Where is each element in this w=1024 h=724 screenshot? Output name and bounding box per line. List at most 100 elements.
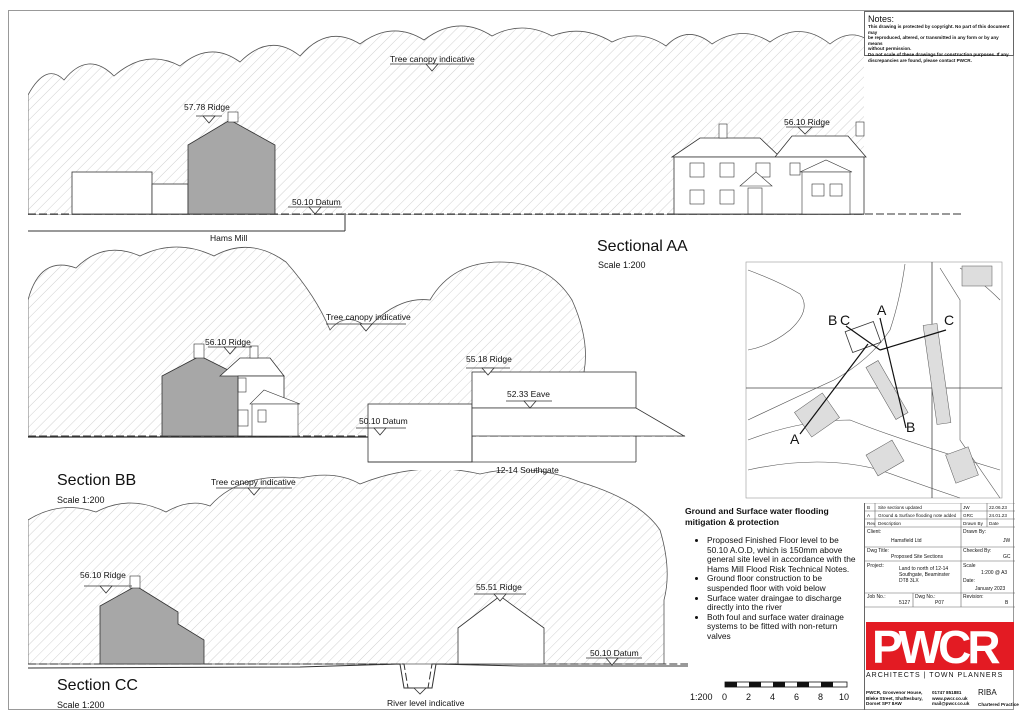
key-plan-label-c-top: C [840,312,851,328]
section-aa [28,25,964,232]
section-cc [27,470,688,695]
scale-value: 1:200 @ A3 [981,570,1008,576]
rev-header-date: Date [989,521,999,526]
scale-bar-tick: 10 [839,692,850,702]
rev-a-code: A [867,513,871,518]
contact-line: www.pwcr.co.uk [932,695,968,701]
job-value: 5127 [899,600,911,606]
section-cc-tree-label: Tree canopy indicative [211,477,296,487]
revision-value: B [1005,600,1009,606]
address-line: PWCR, Grosvenor House, [866,690,923,695]
client-value: Hamsfield Ltd [891,538,922,544]
section-cc-datum: 50.10 Datum [590,648,639,658]
client-label: Client: [867,529,882,535]
section-bb-scale: Scale 1:200 [57,495,105,505]
address-line: Bleke Street, Shaftesbury, [866,695,923,701]
address-block: PWCR, Grosvenor House, Bleke Street, Sha… [866,690,923,707]
scale-bar-ratio: 1:200 [690,692,713,702]
scale-bar-tick: 2 [746,692,752,702]
rev-b-by: JW [963,505,970,510]
flooding-bullet: Ground floor construction to be suspende… [707,574,857,593]
section-aa-datum: 50.10 Datum [292,197,341,207]
scale-bar-tick: 6 [794,692,800,702]
key-plan-label-a-top: A [877,302,887,318]
checked-value: GC [1003,554,1011,560]
key-plan-label-b: B [906,419,916,435]
project-line: DT8 3LX [899,578,919,584]
dwg-title-value: Proposed Site Sections [891,554,943,560]
notes-box: Notes: This drawing is protected by copy… [864,11,1014,63]
cottage-aa [670,121,867,215]
section-bb-tree-label: Tree canopy indicative [326,312,411,322]
section-cc-river-label: River level indicative [387,698,465,708]
logo-text: PWCR [872,621,1001,673]
section-cc-title: Section CC [57,677,138,694]
rev-a-date: 24.01.23 [989,513,1007,518]
scale-bar-tick: 4 [770,692,776,702]
section-aa-title: Sectional AA [597,238,688,255]
dwg-no-value: P07 [935,600,944,606]
title-block: B Site sections updated JW 22.06.23 A Gr… [864,503,1015,710]
scale-bar-tick: 0 [722,692,728,702]
section-aa-scale: Scale 1:200 [598,260,646,270]
section-aa-ridge-right: 56.10 Ridge [784,117,830,127]
notes-line: This drawing is protected by copyright. … [868,24,1010,35]
section-bb-ridge-left: 56.10 Ridge [205,337,251,347]
project-label: Project: [867,563,884,569]
section-cc-ridge-right: 55.51 Ridge [476,582,522,592]
section-aa-building-label: Hams Mill [210,233,248,243]
dwg-title-label: Dwg Title: [867,548,889,554]
notes-line: discrepancies are found, please contact … [868,57,972,63]
title-block-grid [865,503,1015,608]
rev-a-by: GRC [963,513,974,518]
drawn-value: JW [1003,538,1011,544]
rev-b-desc: Site sections updated [878,505,922,510]
notes-heading: Notes: [868,14,895,24]
key-plan-label-c: C [944,312,955,328]
rev-b-code: B [867,505,871,510]
date-value: January 2023 [975,586,1006,592]
contact-line: mail@pwcr.co.uk [932,701,970,707]
section-bb [28,246,686,463]
key-plan-label-a: A [790,431,800,447]
date-label: Date: [963,578,975,584]
flooding-notes: Ground and Surface water flooding mitiga… [685,506,857,642]
section-bb-title: Section BB [57,472,137,489]
project-line: Southgate, Beaminster [899,572,950,578]
contact-block: 01747 851881 www.pwcr.co.uk mail@pwcr.co… [932,690,969,707]
checked-label: Checked By: [963,548,992,554]
scale-label: Scale [963,563,976,569]
logo-tagline: ARCHITECTS | TOWN PLANNERS [866,672,1004,679]
contact-line: 01747 851881 [932,690,962,695]
flooding-bullet: Proposed Finished Floor level to be 50.1… [707,535,857,574]
section-bb-datum: 50.10 Datum [359,416,408,426]
key-plan-label-b-top: B [828,312,838,328]
job-label: Job No.: [867,594,886,600]
flooding-bullet: Surface water draingae to discharge dire… [707,593,857,613]
drawn-label: Drawn By: [963,529,987,535]
flooding-bullet: Both foul and surface water drainage sys… [707,612,857,642]
riba-sub: Chartered Practice [978,702,1019,707]
notes-line: Do not scale of these drawings for const… [868,51,1009,57]
notes-line: without permission. [868,46,912,52]
drawing-border [8,10,1014,710]
notes-line: be reproduced, altered, or transmitted i… [868,35,999,46]
rev-b-date: 22.06.23 [989,505,1007,510]
pwcr-logo: PWCR [866,621,1014,673]
revision-label: Revision: [963,594,984,600]
scale-bar-tick: 8 [818,692,824,702]
rev-header-desc: Description [878,521,901,526]
section-bb-ridge-right: 55.18 Ridge [466,354,512,364]
scale-bar [724,681,848,688]
section-bb-building-label: 12-14 Southgate [496,465,559,475]
address-line: Dorset SP7 8AW [866,701,902,707]
section-aa-tree-label: Tree canopy indicative [390,54,475,64]
rev-a-desc: Ground & Surface flooding note added [878,513,957,518]
rev-header-by: Drawn By [963,521,983,526]
key-plan [745,261,1003,499]
section-aa-ridge-left: 57.78 Ridge [184,102,230,112]
project-line: Land to north of 12-14 [899,566,949,572]
section-cc-scale: Scale 1:200 [57,700,105,710]
section-cc-ridge-left: 56.10 Ridge [80,570,126,580]
